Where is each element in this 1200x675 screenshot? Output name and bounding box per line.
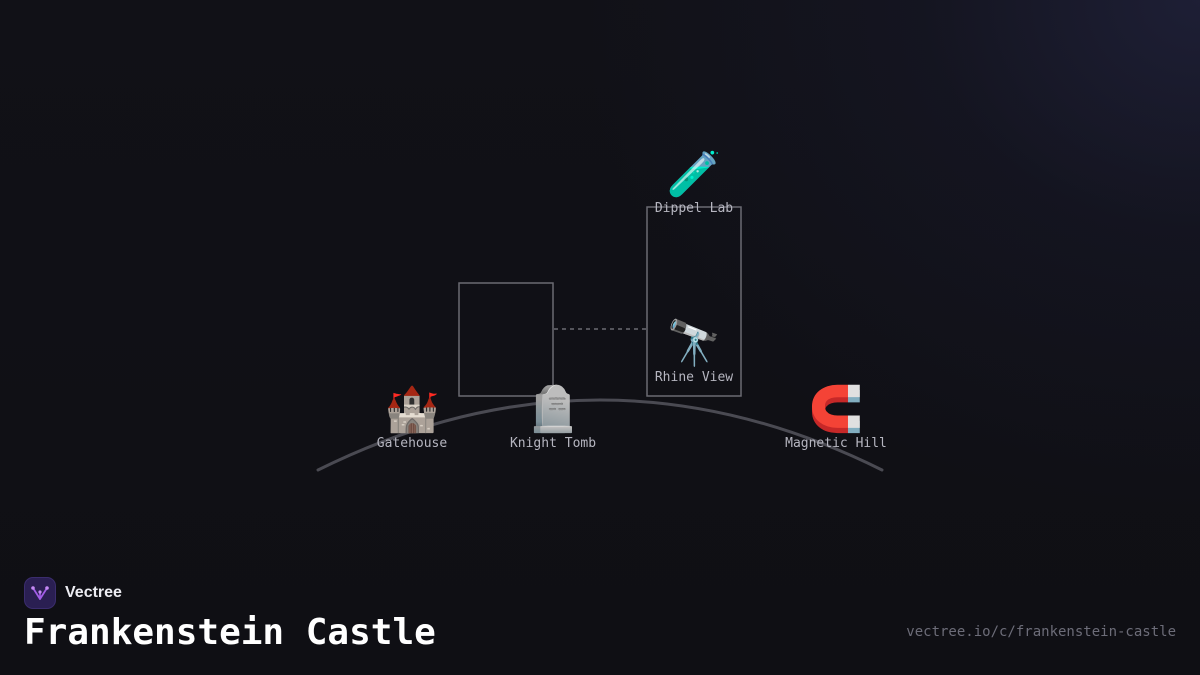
location-label: Dippel Lab: [654, 201, 734, 216]
brand-name: Vectree: [65, 584, 122, 601]
hill-path: [316, 398, 884, 472]
page-title: Frankenstein Castle: [24, 612, 436, 653]
location-gatehouse[interactable]: 🏰 Gatehouse: [332, 385, 492, 451]
location-dippel-lab[interactable]: 🧪 Dippel Lab: [614, 150, 774, 216]
location-label: Rhine View: [654, 370, 734, 385]
castle-icon: 🏰: [384, 385, 440, 434]
location-rhine-view[interactable]: 🔭 Rhine View: [614, 319, 774, 385]
location-label: Magnetic Hill: [785, 436, 887, 451]
test-tube-icon: 🧪: [666, 150, 722, 199]
page-url[interactable]: vectree.io/c/frankenstein-castle: [906, 624, 1176, 640]
tower-outline-right: [646, 206, 742, 397]
tower-outline-left: [458, 282, 554, 397]
magnet-icon: 🧲: [808, 385, 864, 434]
location-knight-tomb[interactable]: 🪦 Knight Tomb: [473, 385, 633, 451]
tree-branch-icon: [24, 577, 56, 609]
location-label: Knight Tomb: [509, 436, 597, 451]
headstone-icon: 🪦: [525, 385, 581, 434]
location-label: Gatehouse: [376, 436, 448, 451]
brand[interactable]: Vectree: [24, 577, 122, 609]
telescope-icon: 🔭: [666, 319, 722, 368]
location-magnetic-hill[interactable]: 🧲 Magnetic Hill: [756, 385, 916, 451]
